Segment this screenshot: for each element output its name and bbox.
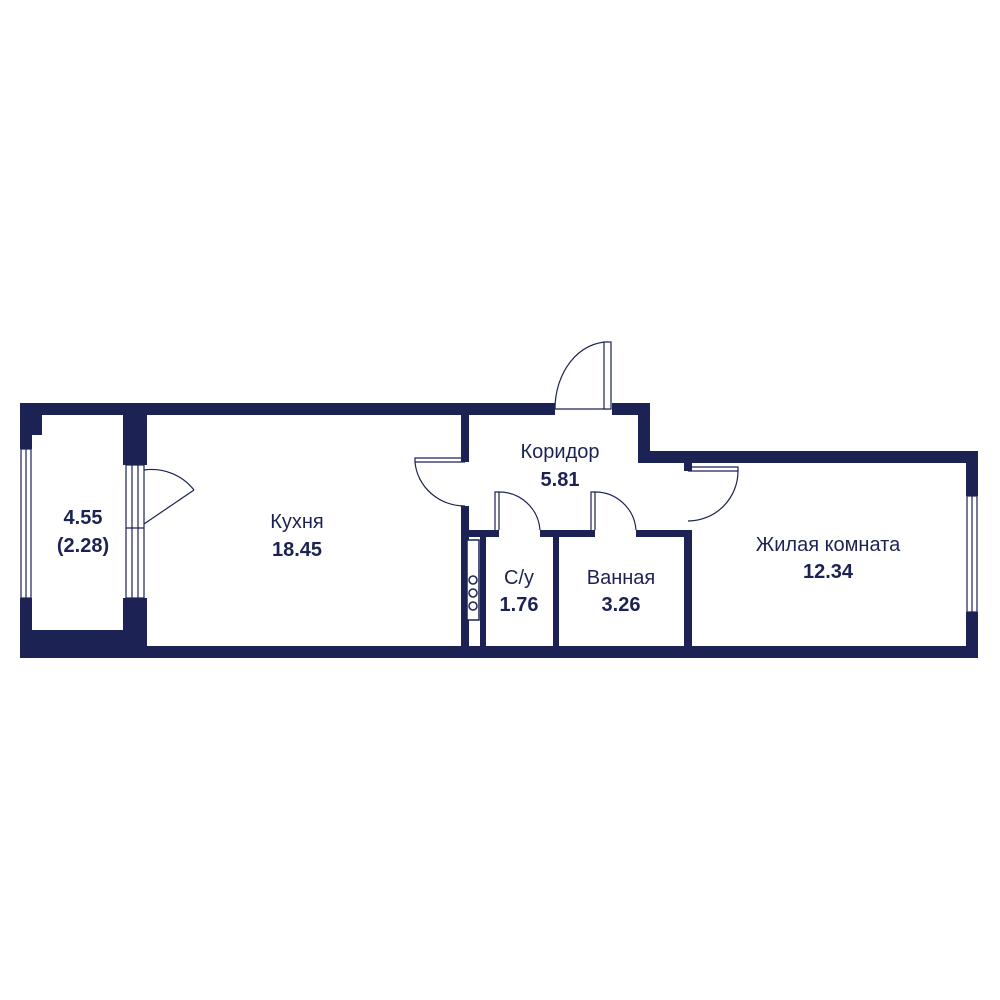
door-balcony bbox=[143, 468, 195, 525]
window-right bbox=[966, 495, 978, 613]
door-bathroom bbox=[590, 491, 637, 531]
door-wc bbox=[494, 491, 541, 531]
wall-bottom bbox=[20, 646, 978, 658]
doors bbox=[143, 341, 739, 531]
wall-wc-left bbox=[480, 537, 486, 658]
balcony-area-extra: (2.28) bbox=[57, 535, 109, 557]
wc-shelf bbox=[466, 539, 480, 621]
bathroom-area: 3.26 bbox=[602, 594, 641, 616]
living-room-area: 12.34 bbox=[803, 561, 854, 583]
bathroom-name: Ванная bbox=[587, 567, 656, 589]
wall-kitchen-corridor-lower bbox=[461, 506, 469, 658]
wc-area: 1.76 bbox=[500, 594, 539, 616]
corridor-name: Коридор bbox=[521, 441, 600, 463]
door-entrance bbox=[554, 341, 612, 410]
room-labels: 4.55 (2.28) Кухня 18.45 Коридор 5.81 С/у… bbox=[57, 441, 901, 616]
living-room-name: Жилая комната bbox=[756, 534, 901, 556]
wall-left-upper bbox=[20, 403, 32, 449]
fixture-circle-3 bbox=[468, 601, 478, 611]
wall-bath-living-lower bbox=[684, 530, 692, 658]
window-balcony-kitchen bbox=[125, 464, 145, 599]
corridor-area: 5.81 bbox=[541, 469, 580, 491]
wall-corridor-step bbox=[638, 403, 650, 463]
wall-balcony-kitchen-upper bbox=[123, 403, 147, 465]
door-kitchen bbox=[414, 457, 466, 507]
fixture-circle-1 bbox=[468, 575, 478, 585]
wall-top-right bbox=[638, 451, 978, 463]
wall-corridor-bottom-c bbox=[636, 530, 690, 537]
wall-corridor-bottom-a bbox=[461, 530, 499, 537]
balcony-inner-edge bbox=[32, 415, 42, 435]
wall-balcony-kitchen-lower bbox=[123, 598, 147, 658]
balcony-area: 4.55 bbox=[64, 507, 103, 529]
wall-corridor-bottom-b bbox=[540, 530, 595, 537]
walls bbox=[20, 403, 978, 658]
wc-name: С/у bbox=[504, 567, 534, 589]
fixture-circle-2 bbox=[468, 588, 478, 598]
windows bbox=[20, 448, 978, 613]
wall-right-upper bbox=[966, 451, 978, 496]
wall-top-left bbox=[20, 403, 555, 415]
wall-wc-bath bbox=[553, 530, 559, 658]
kitchen-area: 18.45 bbox=[272, 539, 322, 561]
window-left bbox=[20, 448, 32, 599]
kitchen-name: Кухня bbox=[270, 511, 324, 533]
wall-kitchen-corridor-upper bbox=[461, 415, 469, 462]
door-living bbox=[687, 466, 739, 522]
